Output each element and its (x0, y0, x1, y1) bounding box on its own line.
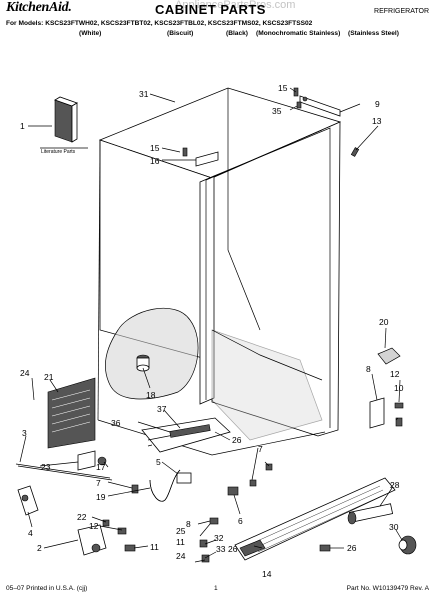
callout-32: 32 (214, 533, 224, 543)
callout-21: 21 (44, 372, 54, 382)
watermark: AppliancePartsPros.com (175, 0, 296, 11)
callout-24: 24 (20, 368, 30, 378)
leveling-leg (17, 485, 39, 516)
color-biscuit: (Biscuit) (167, 30, 194, 37)
callout-35: 35 (272, 106, 282, 116)
callout-5: 5 (156, 457, 161, 467)
toe-grille (234, 477, 396, 561)
callout-9: 9 (375, 99, 380, 109)
mid-bracket (195, 151, 219, 167)
callout-22: 22 (77, 512, 87, 522)
color-stainless-steel: (Stainless Steel) (348, 30, 399, 37)
callout-31: 31 (139, 89, 149, 99)
right-bracket (369, 397, 404, 429)
callout-13: 13 (372, 116, 382, 126)
condenser-panel (47, 377, 96, 449)
footer-print-info: 05–07 Printed in U.S.A. (cjj) (6, 585, 88, 592)
callout-7-left: 7 (96, 478, 101, 488)
callout-10: 10 (394, 383, 404, 393)
callout-16: 16 (150, 156, 160, 166)
footer-page-number: 1 (214, 585, 218, 592)
tube-assembly (141, 417, 231, 453)
callout-28: 28 (390, 480, 400, 490)
callout-8-bottom: 8 (186, 519, 191, 529)
callout-8: 8 (366, 364, 371, 374)
cabinet-bracket (77, 450, 107, 471)
callout-1: 1 (20, 121, 25, 131)
callout-numbers: 1 31 15 16 15 35 9 13 20 8 12 10 24 21 3… (20, 83, 404, 579)
callout-11: 11 (176, 537, 185, 547)
callout-20: 20 (379, 317, 389, 327)
top-hinge (299, 95, 341, 117)
callout-12: 12 (89, 521, 99, 531)
callout-18: 18 (146, 390, 156, 400)
callout-3: 3 (22, 428, 27, 438)
lower-hinge (77, 524, 107, 556)
page-title: CABINET PARTS (155, 2, 266, 17)
callout-19: 19 (96, 492, 106, 502)
callout-29: 26 (228, 544, 238, 554)
models-line: For Models: KSCS23FTWH02, KSCS23FTBT02, … (6, 20, 313, 27)
callout-15-mid: 15 (150, 143, 160, 153)
callout-27: 26 (232, 435, 242, 445)
color-monochromatic-stainless: (Monochromatic Stainless) (256, 30, 341, 37)
screw-12 (182, 147, 188, 157)
callout-6: 6 (238, 516, 243, 526)
clip-20 (377, 347, 401, 365)
color-black: (Black) (226, 30, 248, 37)
literature-booklet (54, 96, 78, 143)
front-roller (398, 535, 417, 555)
bracket (176, 472, 192, 484)
callout-12-right: 12 (390, 369, 400, 379)
left-fasteners (102, 484, 139, 552)
roller-assembly (347, 503, 394, 525)
callout-36: 36 (111, 418, 121, 428)
callout-4: 4 (28, 528, 33, 538)
small-fasteners (199, 463, 331, 563)
cabinet-shell (97, 87, 342, 456)
callout-37: 37 (157, 404, 167, 414)
callout-25: 25 (176, 526, 186, 536)
callout-24-bottom: 24 (176, 551, 186, 561)
callout-11-left: 11 (150, 542, 159, 552)
insulation-cutaway (105, 307, 199, 400)
product-type: REFRIGERATOR (374, 8, 429, 15)
callout-15: 15 (278, 83, 288, 93)
color-white: (White) (79, 30, 102, 37)
callout-7: 7 (258, 444, 263, 454)
callout-23: 23 (41, 462, 51, 472)
callout-26: 26 (347, 543, 357, 553)
literature-parts-label: Literature Parts (41, 149, 76, 155)
callout-33: 33 (216, 544, 226, 554)
callout-2: 2 (37, 543, 42, 553)
footer-part-number: Part No. W10139479 Rev. A (346, 585, 429, 592)
callout-17: 17 (96, 462, 106, 472)
leader-lines (19, 87, 403, 563)
callout-14: 14 (262, 569, 272, 579)
brand-logo: KitchenAid. (6, 0, 72, 15)
callout-30: 30 (389, 522, 399, 532)
